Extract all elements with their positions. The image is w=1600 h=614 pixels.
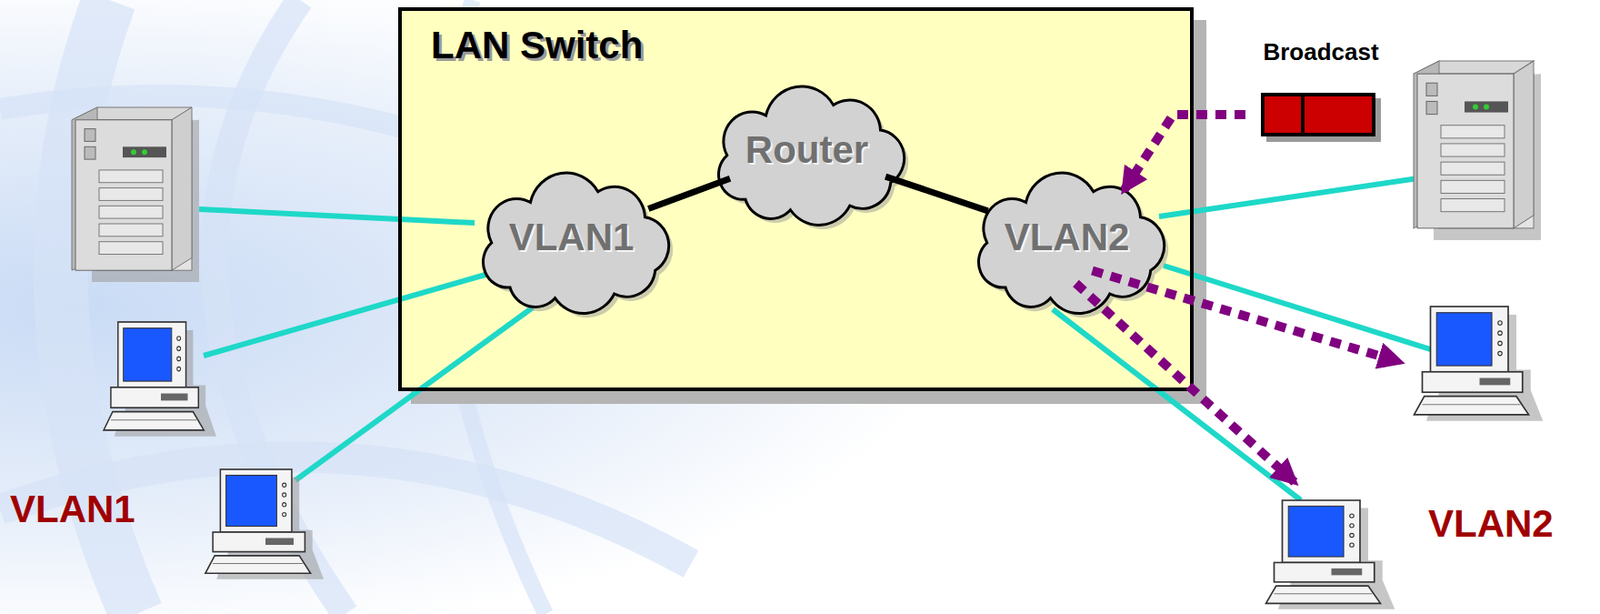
cloud-label: VLAN1 (509, 215, 635, 260)
switch-fill (398, 7, 1194, 391)
pc-icon (205, 469, 324, 580)
server-icon (71, 107, 200, 282)
vlan-caption: VLAN2 (1428, 501, 1554, 546)
host-link (1159, 178, 1419, 217)
host-link (203, 272, 492, 356)
trunk-link (648, 178, 730, 209)
host-link (1052, 309, 1301, 500)
flood-arrow (1076, 283, 1296, 482)
network-cloud: VLAN1 (469, 168, 674, 307)
host-link (295, 307, 533, 480)
pc-icon (1414, 306, 1544, 421)
cloud-label: Router (745, 128, 869, 172)
background-swoosh (0, 456, 691, 564)
network-cloud: Router (704, 81, 910, 219)
host-link (199, 209, 475, 223)
pc-icon (1266, 500, 1396, 610)
switch-title: LAN Switch (430, 23, 643, 68)
server-icon (1413, 60, 1541, 240)
frame-body (1260, 92, 1376, 137)
pc-icon (103, 321, 217, 437)
flood-arrow (1092, 270, 1401, 362)
broadcast-frame: Broadcast (1245, 34, 1397, 140)
switch-box: VLAN1 RouterVLAN2 LAN Switch (398, 7, 1194, 391)
broadcast-arrow (1124, 114, 1247, 190)
broadcast-label: Broadcast (1245, 38, 1397, 67)
broadcast-frame-icon (1260, 92, 1376, 137)
cloud-label: VLAN2 (1004, 215, 1130, 260)
vlan-caption: VLAN1 (10, 487, 136, 531)
frame-divider (1300, 92, 1305, 137)
trunk-link (885, 176, 989, 211)
